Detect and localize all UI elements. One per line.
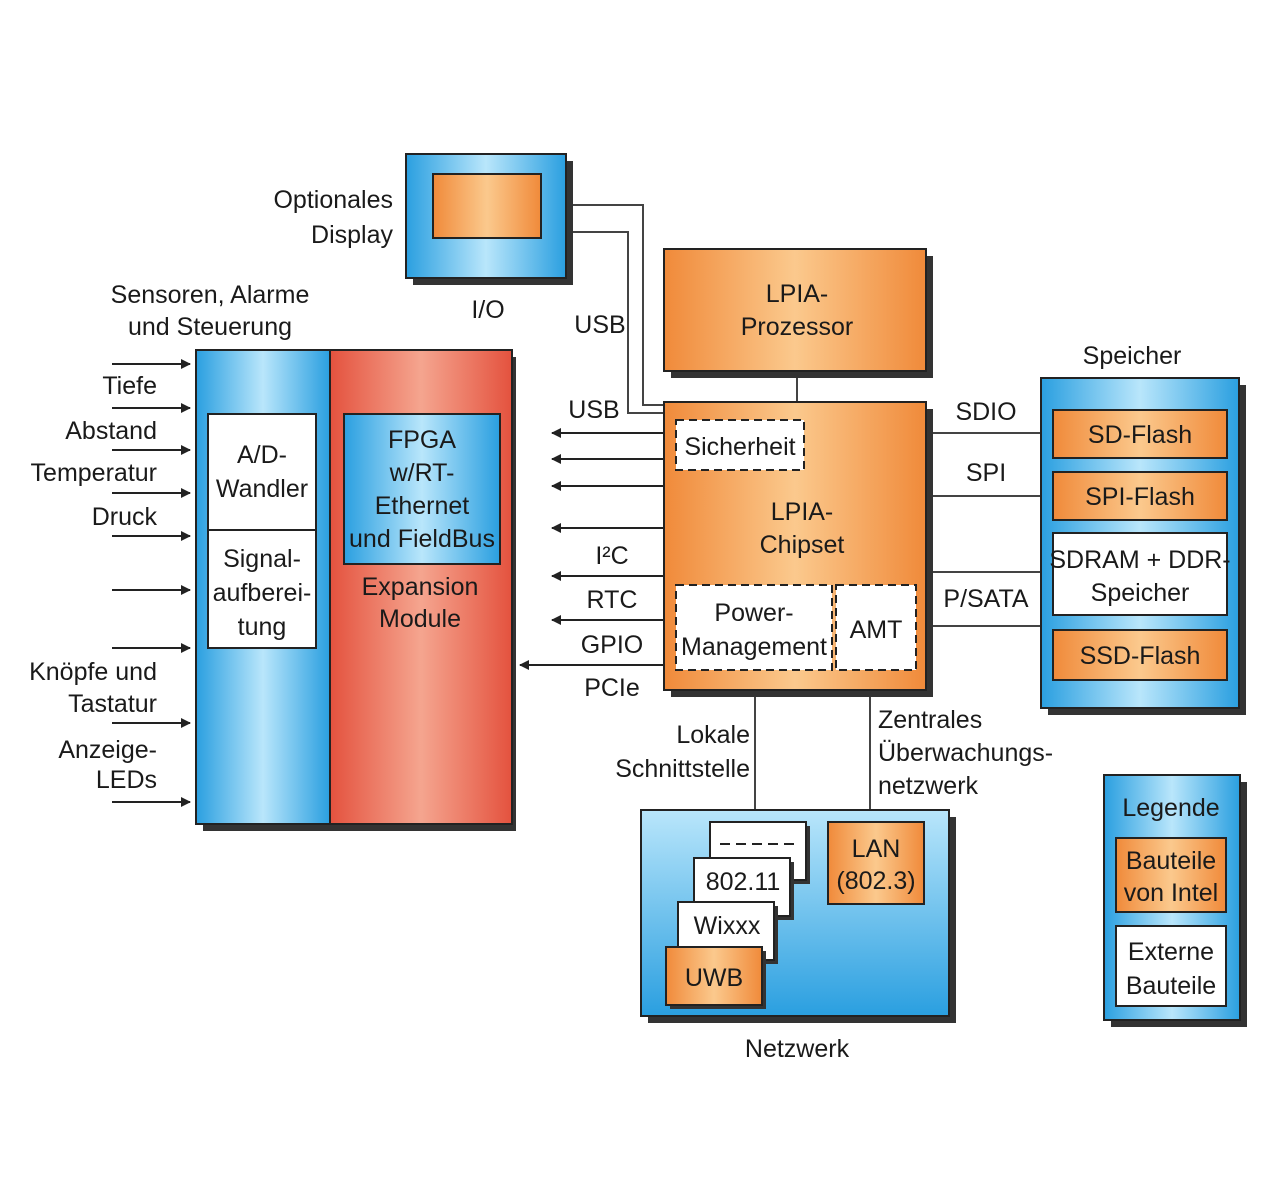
display-label-1: Optionales (273, 186, 393, 214)
legend-intel-swatch (1115, 837, 1227, 913)
display-screen (432, 173, 542, 239)
input-leds-2: LEDs (96, 766, 157, 794)
storage-block (1040, 377, 1246, 715)
input-druck: Druck (92, 503, 158, 531)
ssd-flash-box (1052, 629, 1228, 681)
network-card-uwb (665, 946, 763, 1006)
power-label-2: Management (681, 633, 827, 661)
legend-external-1: Externe (1128, 938, 1214, 966)
security-label: Sicherheit (684, 433, 795, 461)
sd-flash-label: SD-Flash (1088, 421, 1192, 449)
lan-label-2: (802.3) (836, 867, 915, 895)
card-wixxx-label: Wixxx (694, 912, 761, 940)
signal-label-1: Signal- (223, 545, 301, 573)
bus-pcie: PCIe (584, 674, 640, 702)
sensor-block (195, 349, 516, 831)
input-tiefe: Tiefe (102, 372, 157, 400)
central-network-1: Zentrales (878, 706, 982, 734)
spi-flash-box (1052, 471, 1228, 521)
bus-psata: P/SATA (943, 585, 1029, 613)
power-management-box (675, 584, 833, 671)
input-temperatur: Temperatur (31, 459, 157, 487)
connectors (570, 204, 1045, 812)
power-label-1: Power- (714, 599, 793, 627)
io-caption: I/O (471, 296, 504, 324)
ssd-flash-label: SSD-Flash (1080, 642, 1201, 670)
lan-box (827, 821, 925, 905)
sd-flash-box (1052, 409, 1228, 459)
local-interface-2: Schnittstelle (615, 755, 750, 783)
signal-label-3: tung (238, 613, 287, 641)
amt-box (835, 584, 917, 671)
sdram-label-2: Speicher (1091, 579, 1190, 607)
fpga-label-2: w/RT- (389, 459, 455, 487)
io-display-block (405, 153, 573, 285)
central-network-3: netzwerk (878, 772, 979, 800)
amt-label: AMT (850, 616, 903, 644)
bus-i2c: I²C (595, 542, 628, 570)
chipset-label-1: LPIA- (771, 498, 834, 526)
sdram-box (1052, 532, 1228, 616)
network-caption: Netzwerk (745, 1035, 850, 1063)
legend-external-2: Bauteile (1126, 972, 1216, 1000)
expansion-caption-2: Module (379, 605, 461, 633)
legend-intel-1: Bauteile (1126, 847, 1216, 875)
storage-caption: Speicher (1083, 342, 1182, 370)
legend-external-swatch (1115, 925, 1227, 1007)
input-abstand: Abstand (65, 417, 157, 445)
bus-usb: USB (568, 396, 619, 424)
fpga-label-4: und FieldBus (349, 525, 495, 553)
network-block (640, 809, 956, 1023)
local-interface-1: Lokale (676, 721, 750, 749)
ad-converter-box (207, 413, 317, 531)
signal-label-2: aufberei- (213, 579, 312, 607)
security-box (675, 419, 805, 471)
input-knoepfe-1: Knöpfe und (29, 658, 157, 686)
legend-block (1103, 774, 1247, 1027)
sensors-header-2: und Steuerung (128, 313, 292, 341)
central-network-2: Überwachungs- (878, 739, 1053, 767)
sensors-header-1: Sensoren, Alarme (111, 281, 310, 309)
legend-title: Legende (1122, 794, 1219, 822)
chipset-block (663, 401, 933, 697)
bus-usb-top: USB (574, 311, 625, 339)
fpga-box (343, 413, 501, 565)
bus-gpio: GPIO (581, 631, 644, 659)
ad-converter-label-2: Wandler (216, 475, 308, 503)
bus-spi: SPI (966, 459, 1006, 487)
bus-arrows-left (519, 428, 665, 670)
legend-intel-2: von Intel (1124, 879, 1219, 907)
processor-label-1: LPIA- (766, 280, 829, 308)
sdram-label-1: SDRAM + DDR- (1049, 546, 1230, 574)
display-label-2: Display (311, 221, 393, 249)
bus-sdio: SDIO (955, 398, 1016, 426)
lan-label-1: LAN (852, 835, 901, 863)
card-80211-label: 802.11 (706, 868, 781, 896)
signal-conditioning-box (207, 529, 317, 649)
ad-converter-label-1: A/D- (237, 441, 287, 469)
input-leds-1: Anzeige- (58, 736, 157, 764)
spi-flash-label: SPI-Flash (1085, 483, 1195, 511)
processor-label-2: Prozessor (741, 313, 854, 341)
bus-rtc: RTC (587, 586, 638, 614)
fpga-label-1: FPGA (388, 426, 456, 454)
input-knoepfe-2: Tastatur (68, 690, 157, 718)
processor-block (663, 248, 933, 378)
sensor-input-arrows (112, 359, 191, 807)
chipset-label-2: Chipset (760, 531, 845, 559)
fpga-label-3: Ethernet (375, 492, 470, 520)
expansion-caption-1: Expansion (362, 573, 479, 601)
card-uwb-label: UWB (685, 964, 743, 992)
